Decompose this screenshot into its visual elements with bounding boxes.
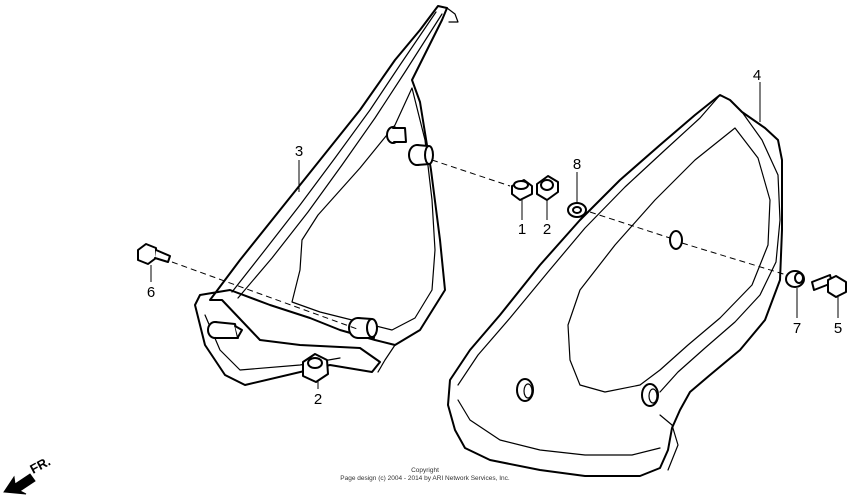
upper-mounting-pin bbox=[386, 126, 407, 144]
lower-mounting-pin bbox=[207, 321, 243, 339]
leader-lines bbox=[150, 82, 839, 389]
cover-hole-left bbox=[516, 378, 534, 402]
page-design-credit: Page design (c) 2004 - 2014 by ARI Netwo… bbox=[340, 475, 510, 482]
callout-7: 7 bbox=[793, 320, 801, 337]
callout-6: 6 bbox=[147, 284, 155, 301]
cover-hole-upper bbox=[669, 230, 683, 250]
grommet-2-upper bbox=[536, 175, 559, 201]
callout-2-lower: 2 bbox=[314, 391, 322, 408]
collar-7 bbox=[785, 270, 805, 288]
bolt-5 bbox=[811, 274, 847, 298]
front-arrow-icon bbox=[3, 473, 36, 495]
cover-hole-right bbox=[641, 383, 659, 407]
assembly-lines bbox=[171, 159, 791, 331]
right-side-cover bbox=[447, 94, 783, 477]
grommet-1 bbox=[511, 179, 533, 201]
copyright-label: Copyright bbox=[411, 467, 439, 474]
bolt-6 bbox=[137, 243, 171, 265]
callout-3: 3 bbox=[295, 143, 303, 160]
front-label: FR. bbox=[27, 454, 53, 477]
left-side-cover bbox=[194, 5, 459, 386]
callout-4: 4 bbox=[753, 67, 761, 84]
callout-1: 1 bbox=[518, 221, 526, 238]
front-direction-indicator: FR. bbox=[3, 454, 53, 495]
washer-8 bbox=[567, 202, 587, 218]
callout-2-upper: 2 bbox=[543, 221, 551, 238]
lower-grommet-boss bbox=[348, 317, 378, 339]
upper-grommet-boss bbox=[408, 144, 434, 166]
callout-8: 8 bbox=[573, 156, 581, 173]
grommet-2-lower bbox=[302, 353, 329, 383]
callout-5: 5 bbox=[834, 320, 842, 337]
